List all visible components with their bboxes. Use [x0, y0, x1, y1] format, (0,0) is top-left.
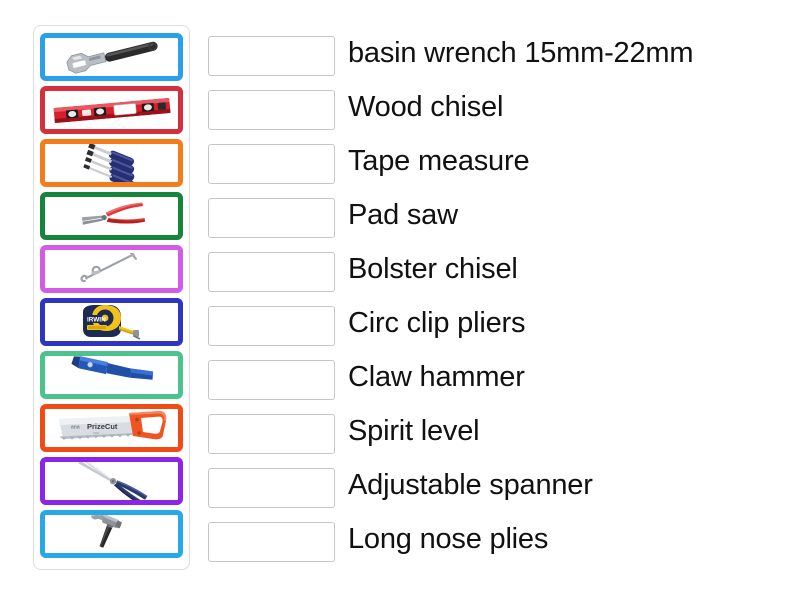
tile-tape-measure[interactable]: IRWIN — [40, 298, 183, 346]
answer-label-5: Bolster chisel — [348, 253, 518, 285]
drop-zone-2[interactable] — [208, 90, 335, 130]
tool-image-tiles-panel: IRWIN — [33, 25, 190, 570]
drop-zone-1[interactable] — [208, 36, 335, 76]
drop-zone-5[interactable] — [208, 252, 335, 292]
adjustable-wrench-icon — [53, 39, 171, 75]
drop-zone-6[interactable] — [208, 306, 335, 346]
answer-row: basin wrench 15mm-22mm — [208, 36, 788, 90]
circlip-pliers-icon — [76, 201, 148, 231]
tile-claw-hammer[interactable] — [40, 510, 183, 558]
svg-text:ana: ana — [71, 424, 80, 430]
svg-text:saw: saw — [93, 431, 100, 435]
answer-row: Spirit level — [208, 414, 788, 468]
tile-screwdriver-set[interactable] — [40, 139, 183, 187]
drop-zone-7[interactable] — [208, 360, 335, 400]
answer-label-1: basin wrench 15mm-22mm — [348, 37, 694, 69]
tile-long-nose-pliers[interactable] — [40, 457, 183, 505]
basin-wrench-icon — [73, 253, 151, 285]
answer-row: Wood chisel — [208, 90, 788, 144]
claw-hammer-icon — [82, 515, 142, 553]
tile-basin-wrench[interactable] — [40, 245, 183, 293]
answer-label-7: Claw hammer — [348, 361, 525, 393]
answer-row: Bolster chisel — [208, 252, 788, 306]
bolster-chisel-icon — [66, 356, 158, 394]
drop-zone-8[interactable] — [208, 414, 335, 454]
answer-row: Adjustable spanner — [208, 468, 788, 522]
drop-zone-10[interactable] — [208, 522, 335, 562]
answer-label-10: Long nose plies — [348, 523, 549, 555]
long-nose-pliers-icon — [66, 462, 158, 500]
answer-label-8: Spirit level — [348, 415, 480, 447]
svg-text:IRWIN: IRWIN — [87, 317, 106, 324]
pad-saw-icon: PrizeCut ana saw — [53, 409, 171, 447]
drop-zone-3[interactable] — [208, 144, 335, 184]
answer-label-9: Adjustable spanner — [348, 469, 593, 501]
tape-measure-icon: IRWIN — [75, 303, 149, 341]
tile-spirit-level[interactable] — [40, 86, 183, 134]
answer-label-3: Tape measure — [348, 145, 530, 177]
tile-pad-saw[interactable]: PrizeCut ana saw — [40, 404, 183, 452]
tile-bolster-chisel[interactable] — [40, 351, 183, 399]
answer-row: Pad saw — [208, 198, 788, 252]
drop-zone-4[interactable] — [208, 198, 335, 238]
answer-label-2: Wood chisel — [348, 91, 504, 123]
tile-circlip-pliers[interactable] — [40, 192, 183, 240]
tile-adjustable-wrench[interactable] — [40, 33, 183, 81]
answer-row: Circ clip pliers — [208, 306, 788, 360]
screwdriver-set-icon — [60, 144, 164, 182]
answer-label-6: Circ clip pliers — [348, 307, 526, 339]
answer-row: Tape measure — [208, 144, 788, 198]
answer-drop-zones: basin wrench 15mm-22mm Wood chisel Tape … — [208, 36, 788, 576]
answer-row: Claw hammer — [208, 360, 788, 414]
svg-text:PrizeCut: PrizeCut — [87, 422, 118, 431]
answer-label-4: Pad saw — [348, 199, 458, 231]
answer-row: Long nose plies — [208, 522, 788, 576]
spirit-level-icon — [50, 93, 174, 127]
drop-zone-9[interactable] — [208, 468, 335, 508]
